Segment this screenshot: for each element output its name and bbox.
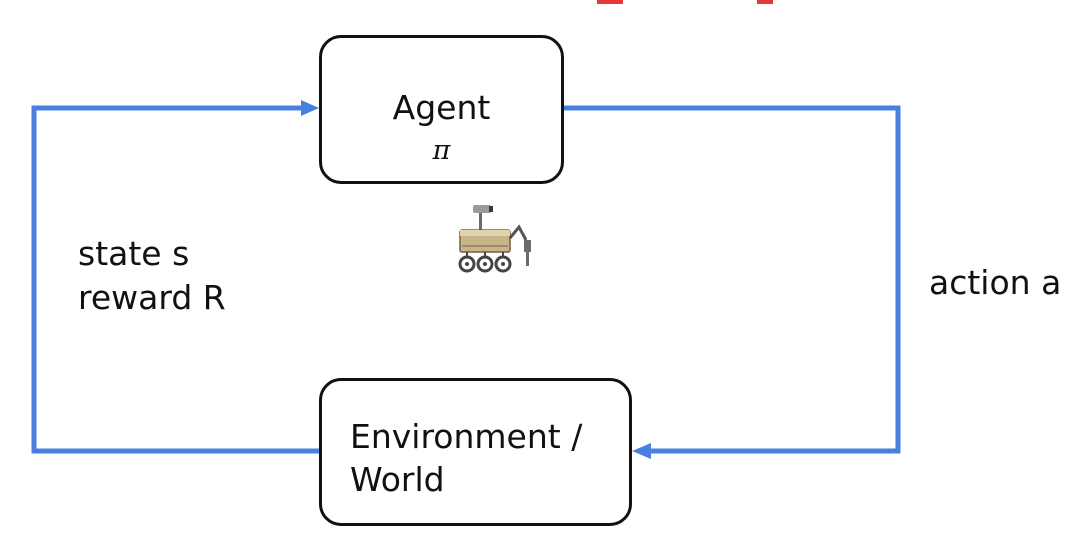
environment-box: Environment / World [319,378,632,526]
agent-title: Agent [392,88,491,127]
environment-arrowhead [632,443,651,459]
top-red-mark-right [757,0,773,4]
state-reward-arrow [31,105,319,454]
state-label: state s [78,234,190,273]
agent-box: Agent π [319,35,564,184]
action-arrow [564,105,901,454]
environment-title: Environment / World [350,417,583,499]
action-label: action a [929,263,1062,302]
top-red-mark-left [597,0,623,4]
policy-symbol: π [432,135,451,166]
agent-arrowhead [301,100,319,116]
reward-label: reward R [78,278,226,317]
mars-rover-icon [458,205,531,273]
